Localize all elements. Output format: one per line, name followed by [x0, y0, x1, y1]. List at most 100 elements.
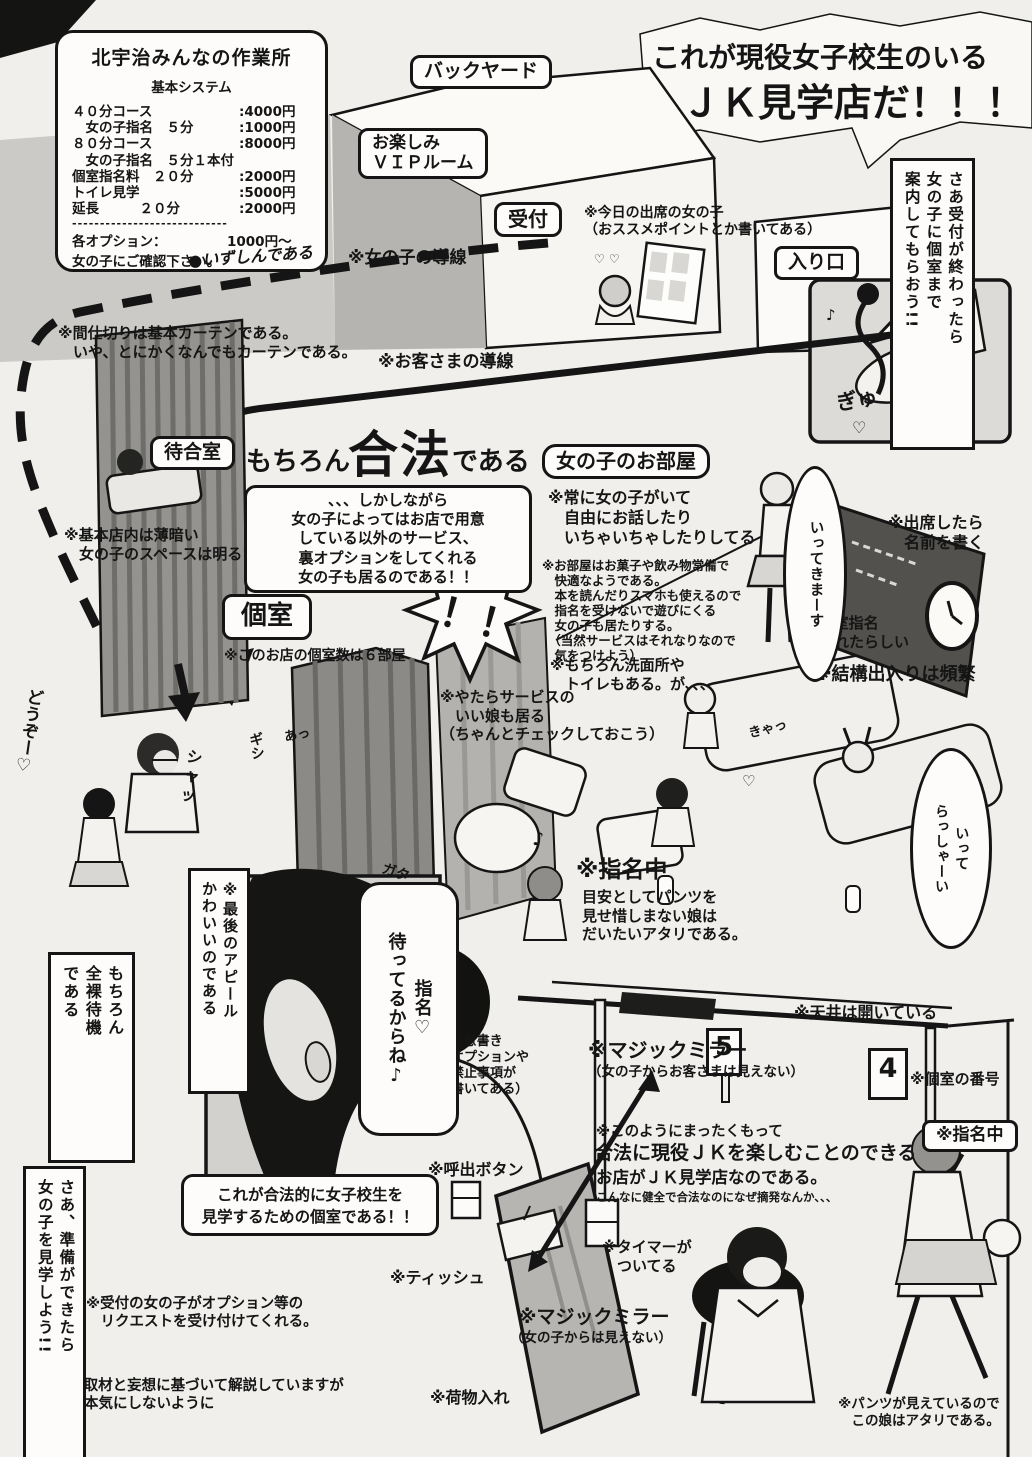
mirror-double-arrow: [533, 1080, 651, 1264]
left-curtain-folds: [109, 321, 239, 713]
bubble-ittekimasu: いってきまーす: [783, 466, 847, 682]
mirror-arrow-bottom: [528, 1250, 548, 1272]
price-row: ８０分コース:8000円: [72, 136, 296, 153]
sfx-note-2: ♪: [826, 306, 836, 324]
booth-beam-2: [551, 980, 953, 1010]
note-call-button: ※呼出ボタン: [428, 1160, 524, 1179]
price-board: 北宇治みんなの作業所 基本システム ４０分コース:4000円 女の子指名 ５分:…: [55, 30, 328, 272]
corner-ink: [0, 0, 96, 58]
note-washroom: ※もちろん洗面所や トイレもある。が、、、: [550, 656, 715, 693]
note-always-girls: ※常に女の子がいて 自由にお話したり いちゃいちゃしたりしてる: [548, 488, 756, 547]
room-girl-3: [841, 740, 875, 774]
price-row: 女の子指名 ５分:1000円: [72, 120, 296, 137]
peek-arrow-head: [168, 692, 200, 722]
clock-hands: [946, 600, 963, 626]
note-magic-mirror2-title: ※マジックミラー: [518, 1306, 670, 1328]
note-nominating-title: ※指名中: [576, 857, 668, 883]
label-backyard: バックヤード: [410, 55, 553, 89]
title-burst: [639, 11, 1032, 170]
vnote-last-appeal: ※最後のアピール かわいいのである: [188, 868, 250, 1094]
sitting-girl-legs: [885, 1295, 989, 1395]
statement-detail: 、、、しかしながら 女の子によってはお店で用意 している以外のサービス、 裏オプ…: [244, 485, 532, 593]
price-rows: ４０分コース:4000円 女の子指名 ５分:1000円 ８０分コース:8000円…: [72, 104, 311, 217]
sfx-note: ♪: [532, 828, 545, 850]
note-legal-2: 合法に現役ＪＫを楽しむことのできる: [594, 1142, 917, 1164]
statement-big: 合法: [348, 425, 452, 484]
room-plate-5: 5: [706, 1028, 742, 1076]
peeking-man-face: [153, 750, 177, 774]
page-title-line1: これが現役女子校生のいる: [652, 41, 989, 74]
bottle-2: [845, 885, 861, 913]
front-girl-face: [743, 1257, 781, 1287]
note-today-girls: ※今日の出席の女の子 （おススメポイントとか書いてある）: [584, 205, 822, 239]
curtain-girl-skirt: [68, 861, 130, 887]
price-row: ４０分コース:4000円: [72, 104, 296, 120]
bubble-itterasshai: いって らっしゃーい: [910, 748, 992, 949]
vnote-guide: さあ受付が終わったら 女の子に個室まで 案内してもらおう!!: [890, 158, 976, 450]
page-title-line2: ＪＫ見学店だ！！！: [682, 80, 1025, 125]
price-divider: ----------------------------: [72, 217, 228, 231]
note-magic-mirror1-sub: （女の子からお客さまは見えない）: [588, 1064, 804, 1080]
note-legal-4: こんなに健全で合法なのになぜ摘発なんか、、、: [596, 1190, 838, 1204]
option-row: 各オプション： 1000円～: [72, 230, 311, 250]
label-waiting-room: 待合室: [150, 436, 236, 470]
note-legal-3: お店がＪＫ見学店なのである。: [596, 1168, 827, 1187]
note-magic-mirror1-title: ※マジックミラー: [588, 1038, 748, 1062]
note-customer-flow: ※お客さまの導線: [378, 352, 514, 372]
price-row: トイレ見学:5000円: [72, 184, 296, 201]
peeking-man-body: [124, 772, 200, 834]
curtain-girl: [83, 788, 115, 820]
ac-unit: [619, 992, 716, 1020]
label-vip-room: お楽しみ ＶＩＰルーム: [358, 128, 488, 180]
note-girl-flow: ※女の子の導線: [348, 248, 467, 268]
bg-girl: [982, 1218, 1022, 1258]
room-girl-1-body: [682, 712, 720, 749]
curtain-girl-body: [76, 817, 122, 863]
room-girl-5-body: [522, 899, 568, 941]
sfx-gishi: ギシ: [246, 731, 266, 761]
phone-receiver: [857, 283, 879, 305]
tissue-paper: [523, 1205, 531, 1221]
note-room-comfort: ※お部屋はお菓子や飲み物常備で 快適なようである。 本を読んだりスマホも使えるの…: [542, 558, 742, 663]
note-timer: ※タイマーが ついてる: [602, 1238, 692, 1275]
sfx-heart: ♡: [742, 772, 756, 790]
girl-flow-line: [15, 238, 549, 692]
option-label: 各オプション：: [72, 234, 167, 251]
vnote-naked-standby: もちろん 全裸待機 である: [48, 952, 136, 1163]
note-tissue: ※ティッシュ: [390, 1268, 485, 1287]
label-reception: 受付: [494, 202, 562, 237]
booth-beam: [517, 995, 949, 1029]
closeup-ear: [304, 1041, 332, 1083]
waiting-bench: [105, 463, 203, 515]
sfx-hearts: ♡ ♡: [594, 252, 620, 266]
note-magic-mirror2-sub: （女の子からは見えない）: [510, 1330, 672, 1346]
statement-suffix: である: [452, 447, 530, 477]
bottle-1: [657, 875, 674, 905]
room-girl-5: [527, 866, 563, 902]
note-ceiling: ※天井は開いている: [794, 1003, 938, 1022]
note-room-number: ※個室の番号: [910, 1070, 1000, 1088]
shop-name: 北宇治みんなの作業所: [91, 47, 292, 69]
room-girl-2: [656, 778, 688, 810]
option-note: 女の子にご確認下さい。: [72, 254, 221, 271]
note-room-count: ※このお店の個室数は６部屋: [224, 648, 406, 664]
reception-girl: [598, 274, 632, 308]
note-partition: ※間仕切りは基本カーテンである。 いや、とにかくなんでもカーテンである。: [58, 324, 357, 361]
statement-prefix: もちろん: [246, 447, 351, 477]
note-legal-1: ※このようにまったくもって: [596, 1124, 783, 1140]
chalk-writing: [851, 540, 917, 588]
cushion-1: [503, 747, 587, 817]
pouf: [453, 802, 541, 874]
label-girls-room: 女の子のお部屋: [542, 444, 710, 479]
vnote-lets-watch: さあ、準備ができたら 女の子を見学しよう!!: [23, 1166, 87, 1457]
note-luggage: ※荷物入れ: [430, 1388, 510, 1407]
sitting-girl-skirt: [894, 1239, 998, 1285]
attendance-board: [636, 241, 706, 325]
note-write-name: ※出席したら 名前を書く: [888, 513, 985, 552]
badge-nominating: ※指名中: [922, 1120, 1018, 1152]
hair-ribbon: [842, 726, 872, 745]
note-pantsu: ※パンツが見えているので この娘はアタリである。: [838, 1396, 1000, 1429]
note-reception-request: ※受付の女の子がオプション等の リクエストを受け付けてくれる。: [86, 1296, 318, 1330]
phone-cord: [855, 296, 886, 396]
